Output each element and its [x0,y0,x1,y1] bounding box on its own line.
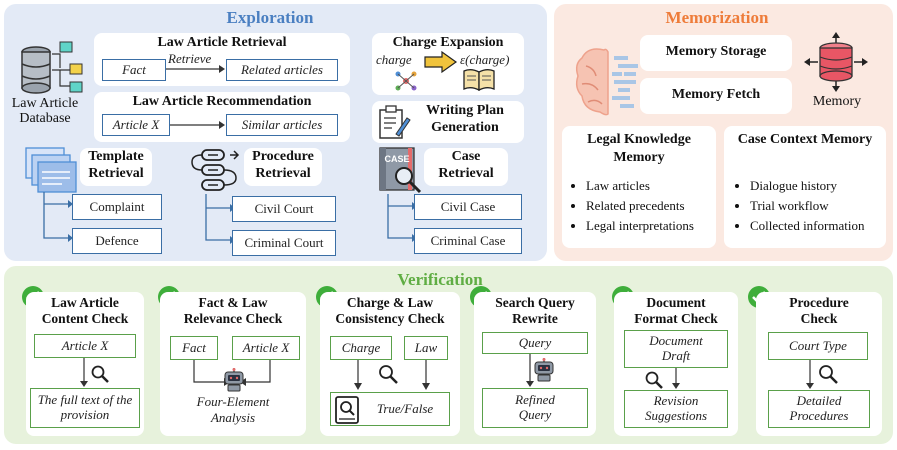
check-arrow [672,368,680,389]
procedure-icon [191,149,240,191]
defence-box[interactable]: Defence [72,228,162,254]
legal-knowledge-card [562,126,716,248]
case-context-list: Dialogue history Trial workflow Collecte… [734,176,864,236]
case-badge-text: CASE [384,154,409,164]
magnifier-icon [379,365,398,384]
check-output-box: Revision Suggestions [624,390,728,428]
check-output-box: The full text of the provision [30,388,140,428]
check-input-box: Law [404,336,448,360]
complaint-box[interactable]: Complaint [72,194,162,220]
expand-arrow-icon [424,50,458,74]
template-icon [25,147,77,193]
document-format-check-card: Document Format Check Document Draft Rev… [614,292,738,436]
template-connector [43,192,73,242]
criminal-court-box[interactable]: Criminal Court [232,230,336,256]
legal-knowledge-title: Legal Knowledge Memory [587,132,691,166]
check-input-box: Charge [330,336,392,360]
memory-fetch-card [640,78,792,114]
check-input-box: Article X [34,334,136,358]
retrieve-label: Retrieve [168,51,212,66]
database-icon [21,41,83,94]
check-arrow [806,360,814,389]
retrieve-arrow [166,65,225,73]
book-icon [463,69,495,92]
case-context-title: Case Context Memory [737,132,873,147]
robot-icon [534,358,554,382]
memory-label: Memory [812,94,862,109]
memory-storage-card [640,35,792,71]
procedure-retrieval-label-bg [244,148,322,186]
magnifier-icon [91,365,109,383]
charge-law-consistency-check-card: Charge & Law Consistency Check Charge La… [320,292,460,436]
database-label: Law Article Database [11,96,79,127]
related-articles-box: Related articles [226,59,338,81]
procedure-check-card: Procedure Check Court Type Detailed Proc… [756,292,882,436]
charge-label: charge [376,52,412,67]
writing-plan-title: Writing Plan Generation [426,103,504,135]
legal-knowledge-item: Law articles [586,176,694,196]
check-title: Law Article Content Check [41,295,129,327]
check-output-box: Refined Query [482,388,588,428]
law-article-content-check-card: Law Article Content Check Article X The … [26,292,144,436]
check-title: Procedure Check [789,295,849,327]
civil-case-box[interactable]: Civil Case [414,194,522,220]
case-retrieval-label-bg [424,148,508,186]
law-article-recommendation-title: Law Article Recommendation [132,94,312,109]
brain-icon [575,48,638,116]
legal-knowledge-list: Law articles Related precedents Legal in… [570,176,694,236]
search-query-rewrite-check-card: Search Query Rewrite Query Refined Query [474,292,596,436]
fact-box: Fact [102,59,166,81]
consistency-arrows [354,360,430,390]
charge-expansion-title: Charge Expansion [392,35,504,50]
writing-plan-icon [379,105,411,139]
check-title: Document Format Check [634,295,718,327]
law-article-retrieval-title: Law Article Retrieval [157,35,287,50]
check-input-box: Fact [170,336,218,360]
check-input-box: Court Type [768,332,868,360]
article-x-box: Article X [102,114,170,136]
check-arrow [526,354,534,387]
network-icon [395,71,417,91]
check-title: Search Query Rewrite [495,295,575,327]
check-output-box: Detailed Procedures [768,390,870,428]
legal-knowledge-item: Related precedents [586,196,694,216]
check-title: Charge & Law Consistency Check [335,295,445,327]
memorization-title: Memorization [665,8,769,27]
expanded-charge-label: ε(charge) [460,52,510,67]
search-book-icon [335,396,359,424]
memory-database-icon [804,32,868,92]
template-retrieval-title: Template Retrieval [88,149,144,181]
case-context-item: Trial workflow [750,196,864,216]
case-context-card [724,126,886,248]
civil-court-box[interactable]: Civil Court [232,196,336,222]
recommend-arrow [170,121,225,129]
exploration-title: Exploration [226,8,314,27]
memory-fetch-label: Memory Fetch [671,87,761,102]
verification-title: Verification [397,270,483,289]
legal-knowledge-item: Legal interpretations [586,216,694,236]
case-icon: CASE [379,147,422,194]
case-context-item: Dialogue history [750,176,864,196]
magnifier-icon [819,365,838,384]
case-context-item: Collected information [750,216,864,236]
template-retrieval-label-bg [80,148,152,186]
procedure-retrieval-title: Procedure Retrieval [252,149,314,181]
check-output-text: Four-Element Analysis [196,394,270,425]
check-arrow [80,358,88,387]
robot-icon [224,368,244,392]
check-input-box: Article X [232,336,300,360]
check-input-box: Document Draft [624,330,728,368]
check-input-box: Query [482,332,588,354]
fact-law-relevance-check-card: Fact & Law Relevance Check Fact Article … [160,292,306,436]
check-title: Fact & Law Relevance Check [183,295,283,327]
similar-articles-box: Similar articles [226,114,338,136]
memory-storage-label: Memory Storage [665,44,767,59]
case-retrieval-title: Case Retrieval [438,149,494,181]
criminal-case-box[interactable]: Criminal Case [414,228,522,254]
magnifier-icon [645,371,663,389]
